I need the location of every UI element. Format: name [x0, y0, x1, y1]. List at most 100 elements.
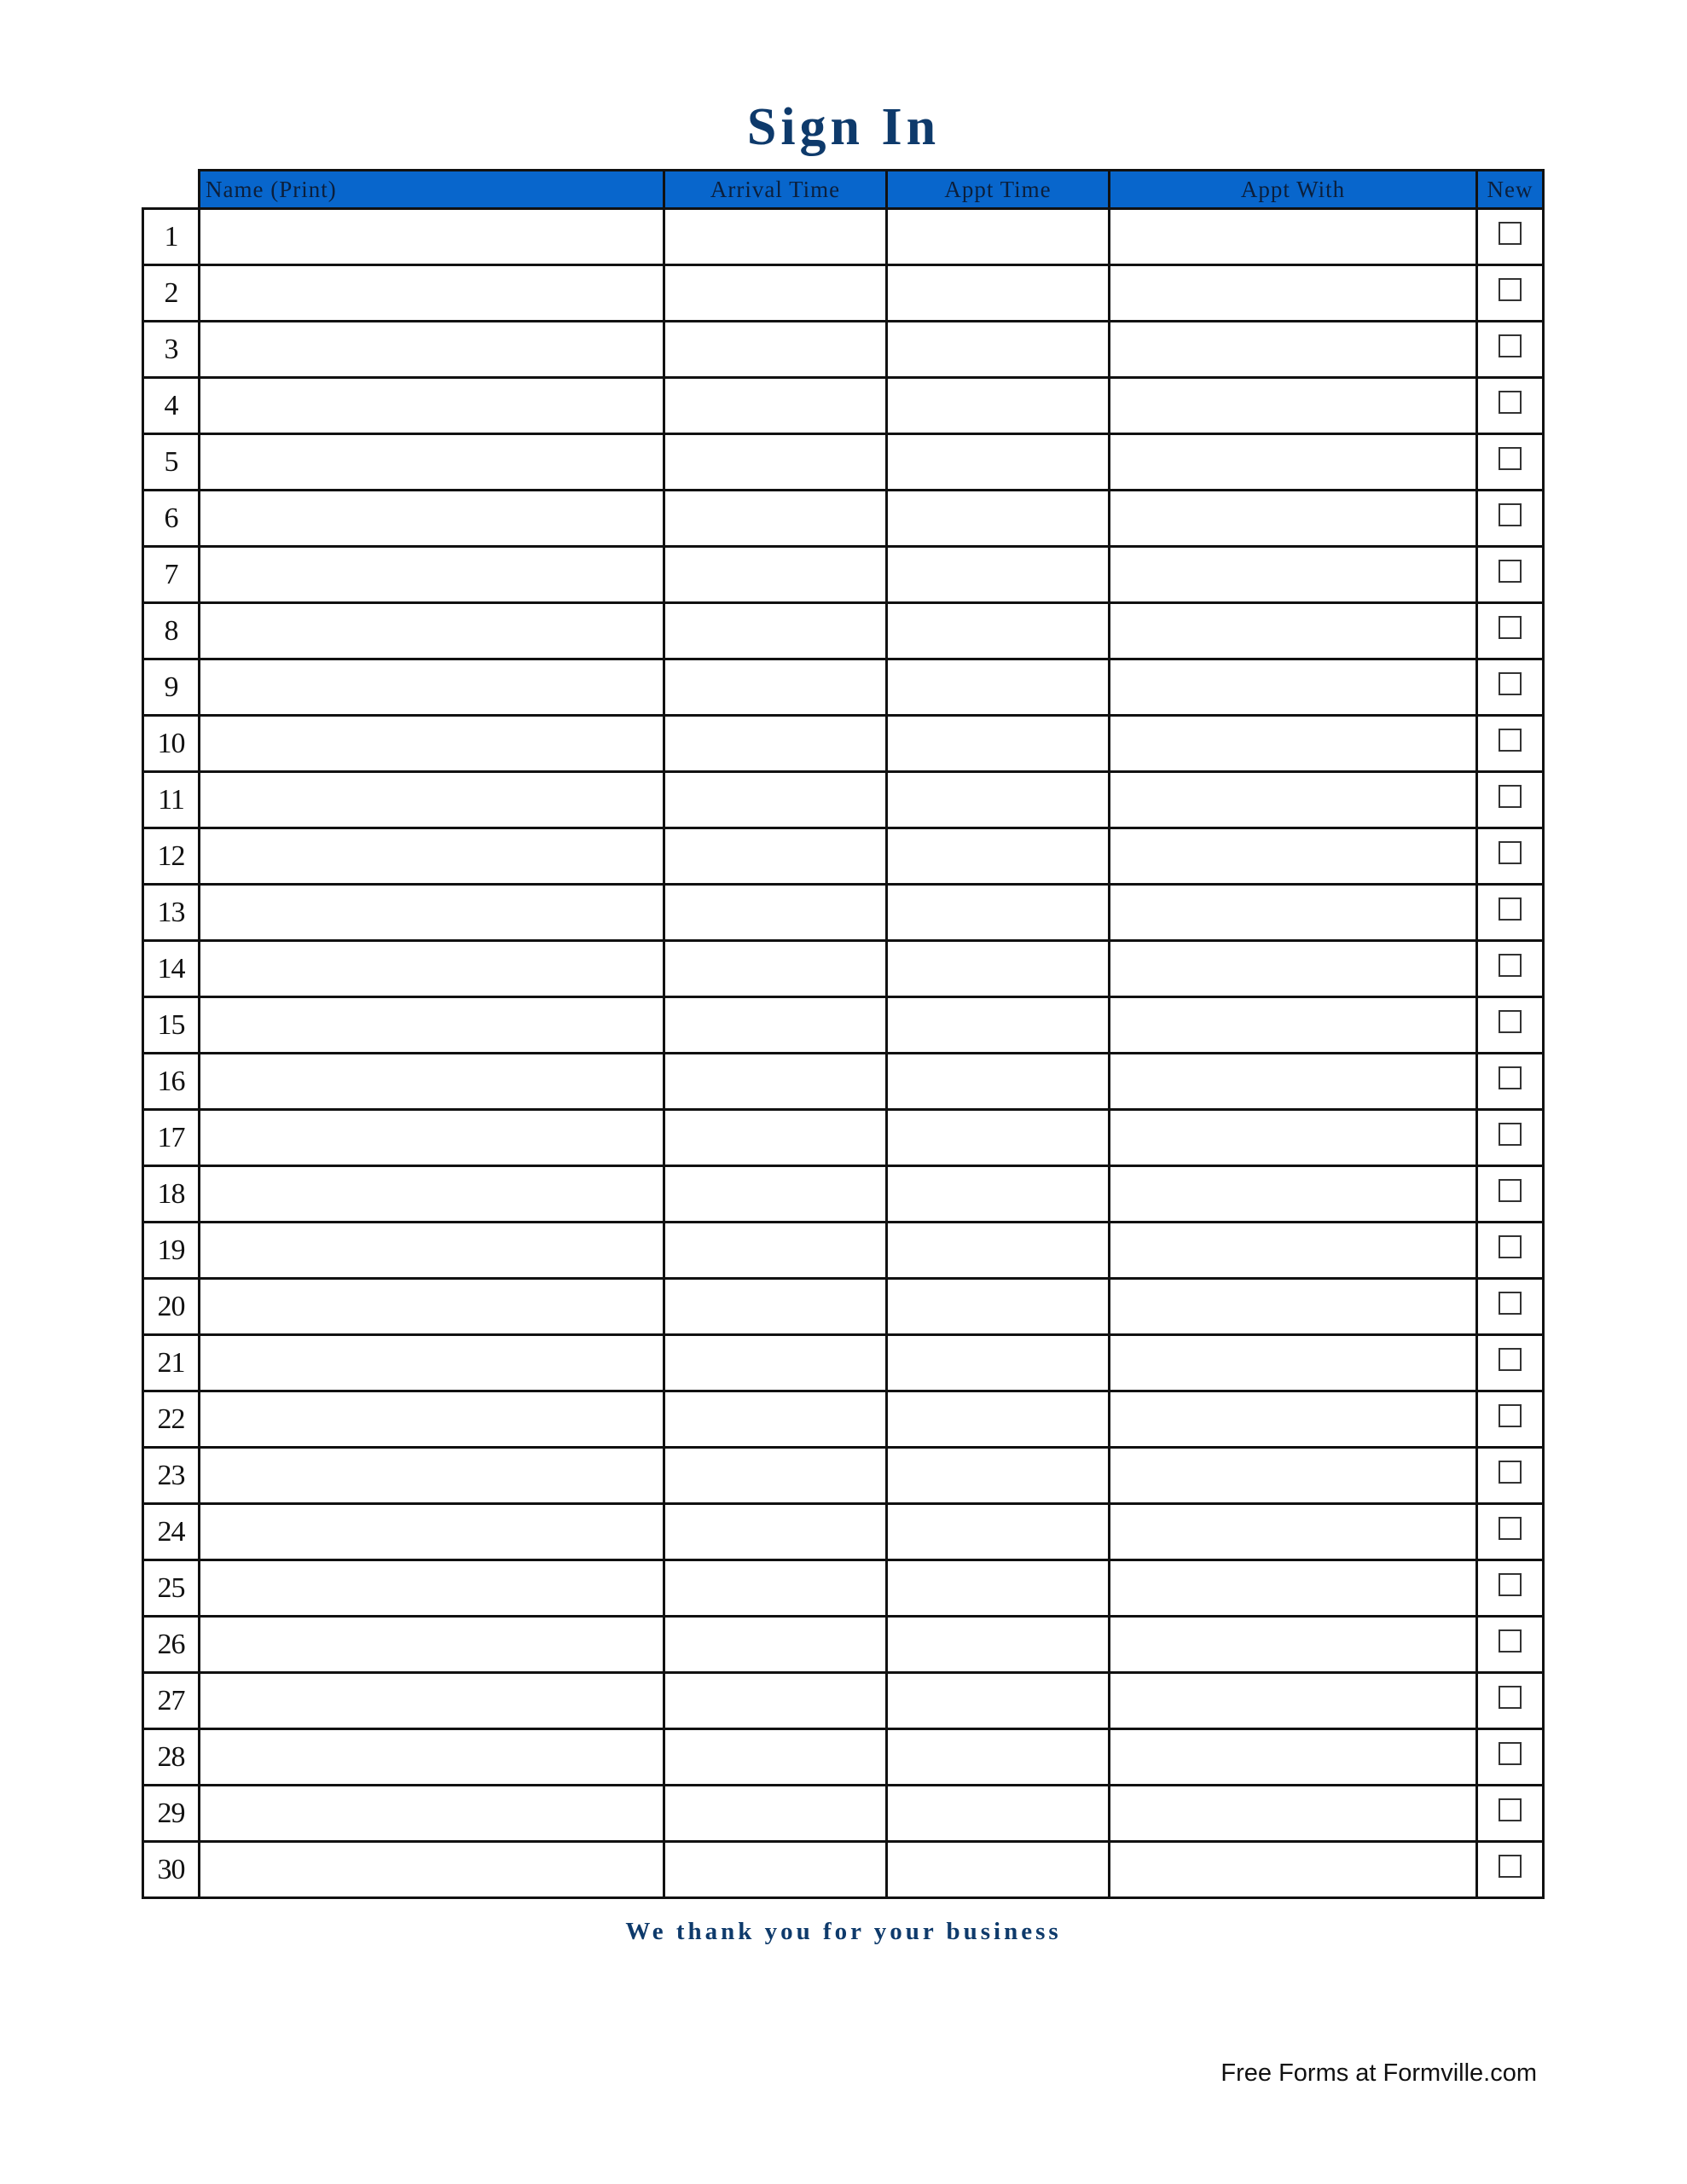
- arrival-time-cell[interactable]: [663, 770, 888, 829]
- appt-time-cell[interactable]: [885, 207, 1110, 266]
- new-checkbox[interactable]: [1499, 1629, 1522, 1653]
- name-cell[interactable]: [198, 714, 665, 773]
- appt-time-cell[interactable]: [885, 1165, 1110, 1223]
- new-checkbox[interactable]: [1499, 1066, 1522, 1090]
- new-checkbox[interactable]: [1499, 1461, 1522, 1484]
- arrival-time-cell[interactable]: [663, 1728, 888, 1786]
- appt-with-cell[interactable]: [1108, 1052, 1478, 1111]
- appt-with-cell[interactable]: [1108, 1221, 1478, 1280]
- appt-with-cell[interactable]: [1108, 320, 1478, 379]
- appt-time-cell[interactable]: [885, 1615, 1110, 1674]
- arrival-time-cell[interactable]: [663, 1840, 888, 1899]
- new-checkbox[interactable]: [1499, 1517, 1522, 1541]
- appt-with-cell[interactable]: [1108, 489, 1478, 548]
- new-checkbox[interactable]: [1499, 1798, 1522, 1822]
- appt-time-cell[interactable]: [885, 1728, 1110, 1786]
- appt-time-cell[interactable]: [885, 1221, 1110, 1280]
- appt-with-cell[interactable]: [1108, 714, 1478, 773]
- new-checkbox[interactable]: [1499, 1404, 1522, 1428]
- name-cell[interactable]: [198, 996, 665, 1054]
- new-checkbox[interactable]: [1499, 447, 1522, 471]
- appt-time-cell[interactable]: [885, 1502, 1110, 1561]
- appt-time-cell[interactable]: [885, 545, 1110, 604]
- appt-with-cell[interactable]: [1108, 1728, 1478, 1786]
- name-cell[interactable]: [198, 1728, 665, 1786]
- name-cell[interactable]: [198, 1502, 665, 1561]
- new-checkbox[interactable]: [1499, 954, 1522, 978]
- arrival-time-cell[interactable]: [663, 827, 888, 886]
- new-checkbox[interactable]: [1499, 334, 1522, 358]
- arrival-time-cell[interactable]: [663, 320, 888, 379]
- appt-time-cell[interactable]: [885, 1333, 1110, 1392]
- arrival-time-cell[interactable]: [663, 1108, 888, 1167]
- name-cell[interactable]: [198, 770, 665, 829]
- new-checkbox[interactable]: [1499, 1686, 1522, 1710]
- name-cell[interactable]: [198, 1559, 665, 1618]
- new-checkbox[interactable]: [1499, 672, 1522, 696]
- name-cell[interactable]: [198, 827, 665, 886]
- arrival-time-cell[interactable]: [663, 996, 888, 1054]
- appt-time-cell[interactable]: [885, 1559, 1110, 1618]
- appt-time-cell[interactable]: [885, 264, 1110, 322]
- name-cell[interactable]: [198, 545, 665, 604]
- name-cell[interactable]: [198, 1840, 665, 1899]
- appt-time-cell[interactable]: [885, 1277, 1110, 1336]
- arrival-time-cell[interactable]: [663, 1502, 888, 1561]
- name-cell[interactable]: [198, 658, 665, 717]
- appt-with-cell[interactable]: [1108, 1840, 1478, 1899]
- name-cell[interactable]: [198, 1446, 665, 1505]
- arrival-time-cell[interactable]: [663, 545, 888, 604]
- new-checkbox[interactable]: [1499, 785, 1522, 809]
- arrival-time-cell[interactable]: [663, 1671, 888, 1730]
- appt-with-cell[interactable]: [1108, 1559, 1478, 1618]
- appt-with-cell[interactable]: [1108, 207, 1478, 266]
- arrival-time-cell[interactable]: [663, 264, 888, 322]
- appt-time-cell[interactable]: [885, 827, 1110, 886]
- new-checkbox[interactable]: [1499, 1348, 1522, 1372]
- appt-with-cell[interactable]: [1108, 1784, 1478, 1843]
- appt-time-cell[interactable]: [885, 1108, 1110, 1167]
- arrival-time-cell[interactable]: [663, 1221, 888, 1280]
- appt-with-cell[interactable]: [1108, 545, 1478, 604]
- new-checkbox[interactable]: [1499, 1855, 1522, 1879]
- appt-time-cell[interactable]: [885, 1390, 1110, 1449]
- appt-time-cell[interactable]: [885, 714, 1110, 773]
- name-cell[interactable]: [198, 207, 665, 266]
- appt-time-cell[interactable]: [885, 601, 1110, 660]
- arrival-time-cell[interactable]: [663, 1615, 888, 1674]
- arrival-time-cell[interactable]: [663, 939, 888, 998]
- appt-time-cell[interactable]: [885, 1671, 1110, 1730]
- appt-time-cell[interactable]: [885, 1840, 1110, 1899]
- appt-time-cell[interactable]: [885, 489, 1110, 548]
- new-checkbox[interactable]: [1499, 503, 1522, 527]
- appt-time-cell[interactable]: [885, 996, 1110, 1054]
- appt-with-cell[interactable]: [1108, 1446, 1478, 1505]
- appt-time-cell[interactable]: [885, 939, 1110, 998]
- new-checkbox[interactable]: [1499, 1742, 1522, 1766]
- new-checkbox[interactable]: [1499, 391, 1522, 415]
- appt-with-cell[interactable]: [1108, 601, 1478, 660]
- new-checkbox[interactable]: [1499, 1123, 1522, 1147]
- appt-time-cell[interactable]: [885, 1052, 1110, 1111]
- name-cell[interactable]: [198, 1108, 665, 1167]
- name-cell[interactable]: [198, 1671, 665, 1730]
- name-cell[interactable]: [198, 376, 665, 435]
- new-checkbox[interactable]: [1499, 1573, 1522, 1597]
- name-cell[interactable]: [198, 1165, 665, 1223]
- arrival-time-cell[interactable]: [663, 376, 888, 435]
- name-cell[interactable]: [198, 489, 665, 548]
- appt-with-cell[interactable]: [1108, 996, 1478, 1054]
- appt-time-cell[interactable]: [885, 1784, 1110, 1843]
- appt-with-cell[interactable]: [1108, 939, 1478, 998]
- new-checkbox[interactable]: [1499, 1010, 1522, 1034]
- appt-time-cell[interactable]: [885, 320, 1110, 379]
- name-cell[interactable]: [198, 1615, 665, 1674]
- appt-with-cell[interactable]: [1108, 770, 1478, 829]
- appt-with-cell[interactable]: [1108, 1108, 1478, 1167]
- appt-with-cell[interactable]: [1108, 658, 1478, 717]
- arrival-time-cell[interactable]: [663, 1333, 888, 1392]
- arrival-time-cell[interactable]: [663, 714, 888, 773]
- appt-with-cell[interactable]: [1108, 1390, 1478, 1449]
- appt-with-cell[interactable]: [1108, 1277, 1478, 1336]
- appt-with-cell[interactable]: [1108, 1333, 1478, 1392]
